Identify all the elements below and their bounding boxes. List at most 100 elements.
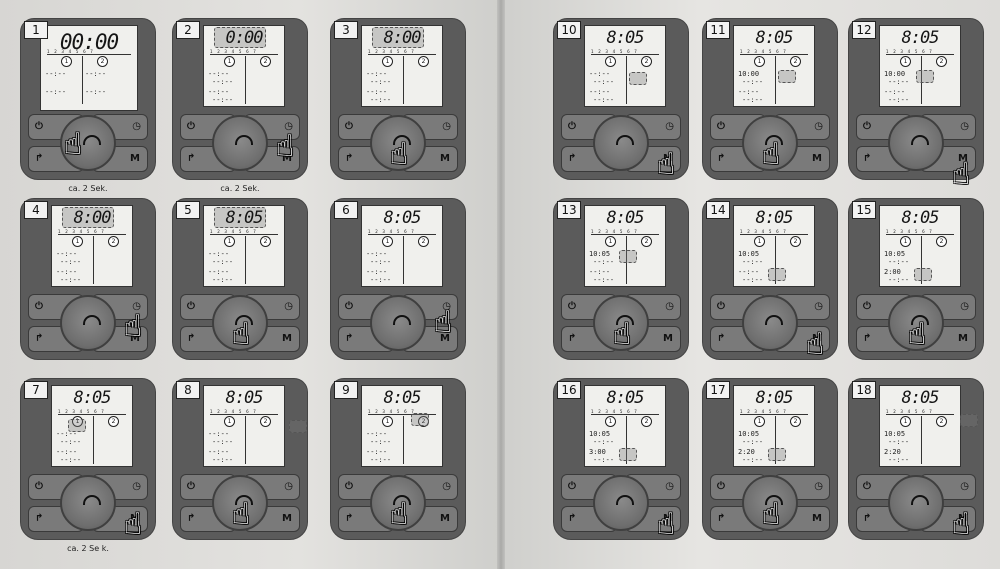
clock-display: 8:05 — [755, 208, 794, 228]
rotate-arc-icon — [393, 315, 411, 325]
rotary-dial[interactable] — [593, 115, 649, 171]
clock-display: 8:05 — [606, 388, 645, 408]
power-icon: ⏻ — [717, 301, 725, 312]
start-time-row: 10:05--:-- — [589, 250, 661, 266]
blinking-highlight — [916, 70, 934, 83]
rotary-dial[interactable] — [60, 295, 116, 351]
divider — [93, 416, 94, 464]
program-1-start: 10:05 — [884, 250, 906, 258]
pointing-hand-icon: ☝ — [124, 309, 143, 344]
lcd-screen: 8:05 1 2 3 4 5 6 7 1 2 --:----:-- --:---… — [584, 25, 666, 107]
step-number: 10 — [557, 21, 581, 39]
mode-label: M — [812, 513, 822, 524]
program-2-duration: --:-- — [742, 96, 764, 104]
control-pad: ⏻ ◷ ↱ M — [338, 474, 458, 532]
program-1-duration: 2:20 — [884, 448, 901, 456]
rotary-dial[interactable] — [888, 475, 944, 531]
program-1-duration: --:-- — [366, 268, 388, 276]
pointing-hand-icon: ☝ — [762, 137, 781, 172]
rotary-dial[interactable] — [888, 115, 944, 171]
clock-icon: ◷ — [284, 481, 293, 492]
clock-display: 8:05 — [901, 388, 940, 408]
step-number: 18 — [852, 381, 876, 399]
rotary-dial[interactable] — [370, 475, 426, 531]
duration-row: --:----:-- — [738, 268, 810, 284]
duration-row: --:----:-- — [45, 88, 133, 96]
step-7: 8:05 1 2 3 4 5 6 7 1 2 --:----:-- --:---… — [20, 378, 156, 553]
rotary-dial[interactable] — [593, 295, 649, 351]
rotary-dial[interactable] — [742, 295, 798, 351]
arrow-icon: ↱ — [568, 153, 577, 164]
rotary-dial[interactable] — [60, 475, 116, 531]
divider — [921, 416, 922, 464]
step-14: 8:05 1 2 3 4 5 6 7 1 2 10:05--:-- --:---… — [702, 198, 838, 360]
step-10: 8:05 1 2 3 4 5 6 7 1 2 --:----:-- --:---… — [553, 18, 689, 180]
rotary-dial[interactable] — [370, 295, 426, 351]
clock-icon: ◷ — [814, 121, 823, 132]
duration-row: --:----:-- — [208, 268, 280, 284]
rotary-dial[interactable] — [212, 295, 268, 351]
weekday-scale: 1 2 3 4 5 6 7 — [740, 409, 808, 415]
start-time-row: --:----:-- — [366, 430, 438, 446]
arrow-icon: ↱ — [187, 153, 196, 164]
book-gutter — [497, 0, 505, 569]
control-pad: ⏻ ◷ ↱ M — [561, 474, 681, 532]
program-1-icon: 1 — [382, 416, 393, 427]
clock-display: 00:00 — [59, 30, 119, 54]
divider — [626, 416, 627, 464]
step-number: 9 — [334, 381, 358, 399]
duration-row: --:----:-- — [589, 88, 661, 104]
duration-row: --:----:-- — [56, 268, 128, 284]
rotary-dial[interactable] — [212, 475, 268, 531]
lcd-screen: 8:05 1 2 3 4 5 6 7 1 2 --:----:-- --:---… — [203, 385, 307, 467]
start-time-row: 10:05--:-- — [738, 250, 810, 266]
pointing-hand-icon: ☝ — [232, 497, 251, 532]
clock-icon: ◷ — [442, 301, 451, 312]
lcd-screen: 8:05 1 2 3 4 5 6 7 1 2 10:05--:-- 2:00--… — [879, 205, 961, 287]
clock-display: 8:05 — [901, 28, 940, 48]
step-number: 6 — [334, 201, 358, 219]
program-1-icon: 1 — [72, 416, 83, 427]
weekday-scale: 1 2 3 4 5 6 7 — [886, 409, 954, 415]
clock-icon: ◷ — [132, 481, 141, 492]
program-1-duration: --:-- — [366, 448, 388, 456]
mode-button[interactable]: M — [774, 146, 830, 172]
clock-display: 0:00 — [225, 28, 264, 48]
rotate-arc-icon — [83, 495, 101, 505]
program-2-start: --:-- — [212, 258, 234, 266]
program-2-start: --:-- — [888, 78, 910, 86]
mode-label: M — [440, 513, 450, 524]
blinking-highlight — [768, 268, 786, 281]
start-time-row: --:----:-- — [208, 430, 280, 446]
rotary-dial[interactable] — [742, 475, 798, 531]
program-2-icon: 2 — [641, 236, 652, 247]
step-number: 14 — [706, 201, 730, 219]
clock-display: 8:05 — [901, 208, 940, 228]
lcd-screen: 8:05 1 2 3 4 5 6 7 1 2 --:----:-- --:---… — [203, 205, 285, 287]
divider — [626, 236, 627, 284]
lcd-screen: 8:05 1 2 3 4 5 6 7 1 2 10:00--:-- --:---… — [879, 25, 961, 107]
rotary-dial[interactable] — [742, 115, 798, 171]
arrow-icon: ↱ — [568, 333, 577, 344]
program-1-icon: 1 — [224, 416, 235, 427]
program-1-start: --:-- — [366, 70, 388, 78]
blinking-highlight — [629, 72, 647, 85]
weekday-scale: 1 2 3 4 5 6 7 — [58, 409, 126, 415]
weekday-scale: 1 2 3 4 5 6 7 — [740, 49, 808, 55]
clock-icon: ◷ — [814, 481, 823, 492]
program-1-icon: 1 — [382, 56, 393, 67]
pointing-hand-icon: ☝ — [124, 507, 143, 542]
rotate-arc-icon — [616, 495, 634, 505]
program-1-duration: --:-- — [208, 268, 230, 276]
rotary-dial[interactable] — [593, 475, 649, 531]
rotary-dial[interactable] — [370, 115, 426, 171]
duration-row: 3:00--:-- — [589, 448, 661, 464]
program-1-icon: 1 — [61, 56, 72, 67]
step-number: 15 — [852, 201, 876, 219]
rotary-dial[interactable] — [60, 115, 116, 171]
rotate-arc-icon — [83, 135, 101, 145]
program-1-start: --:-- — [56, 430, 78, 438]
rotary-dial[interactable] — [212, 115, 268, 171]
rotary-dial[interactable] — [888, 295, 944, 351]
program-2-start: --:-- — [593, 438, 615, 446]
